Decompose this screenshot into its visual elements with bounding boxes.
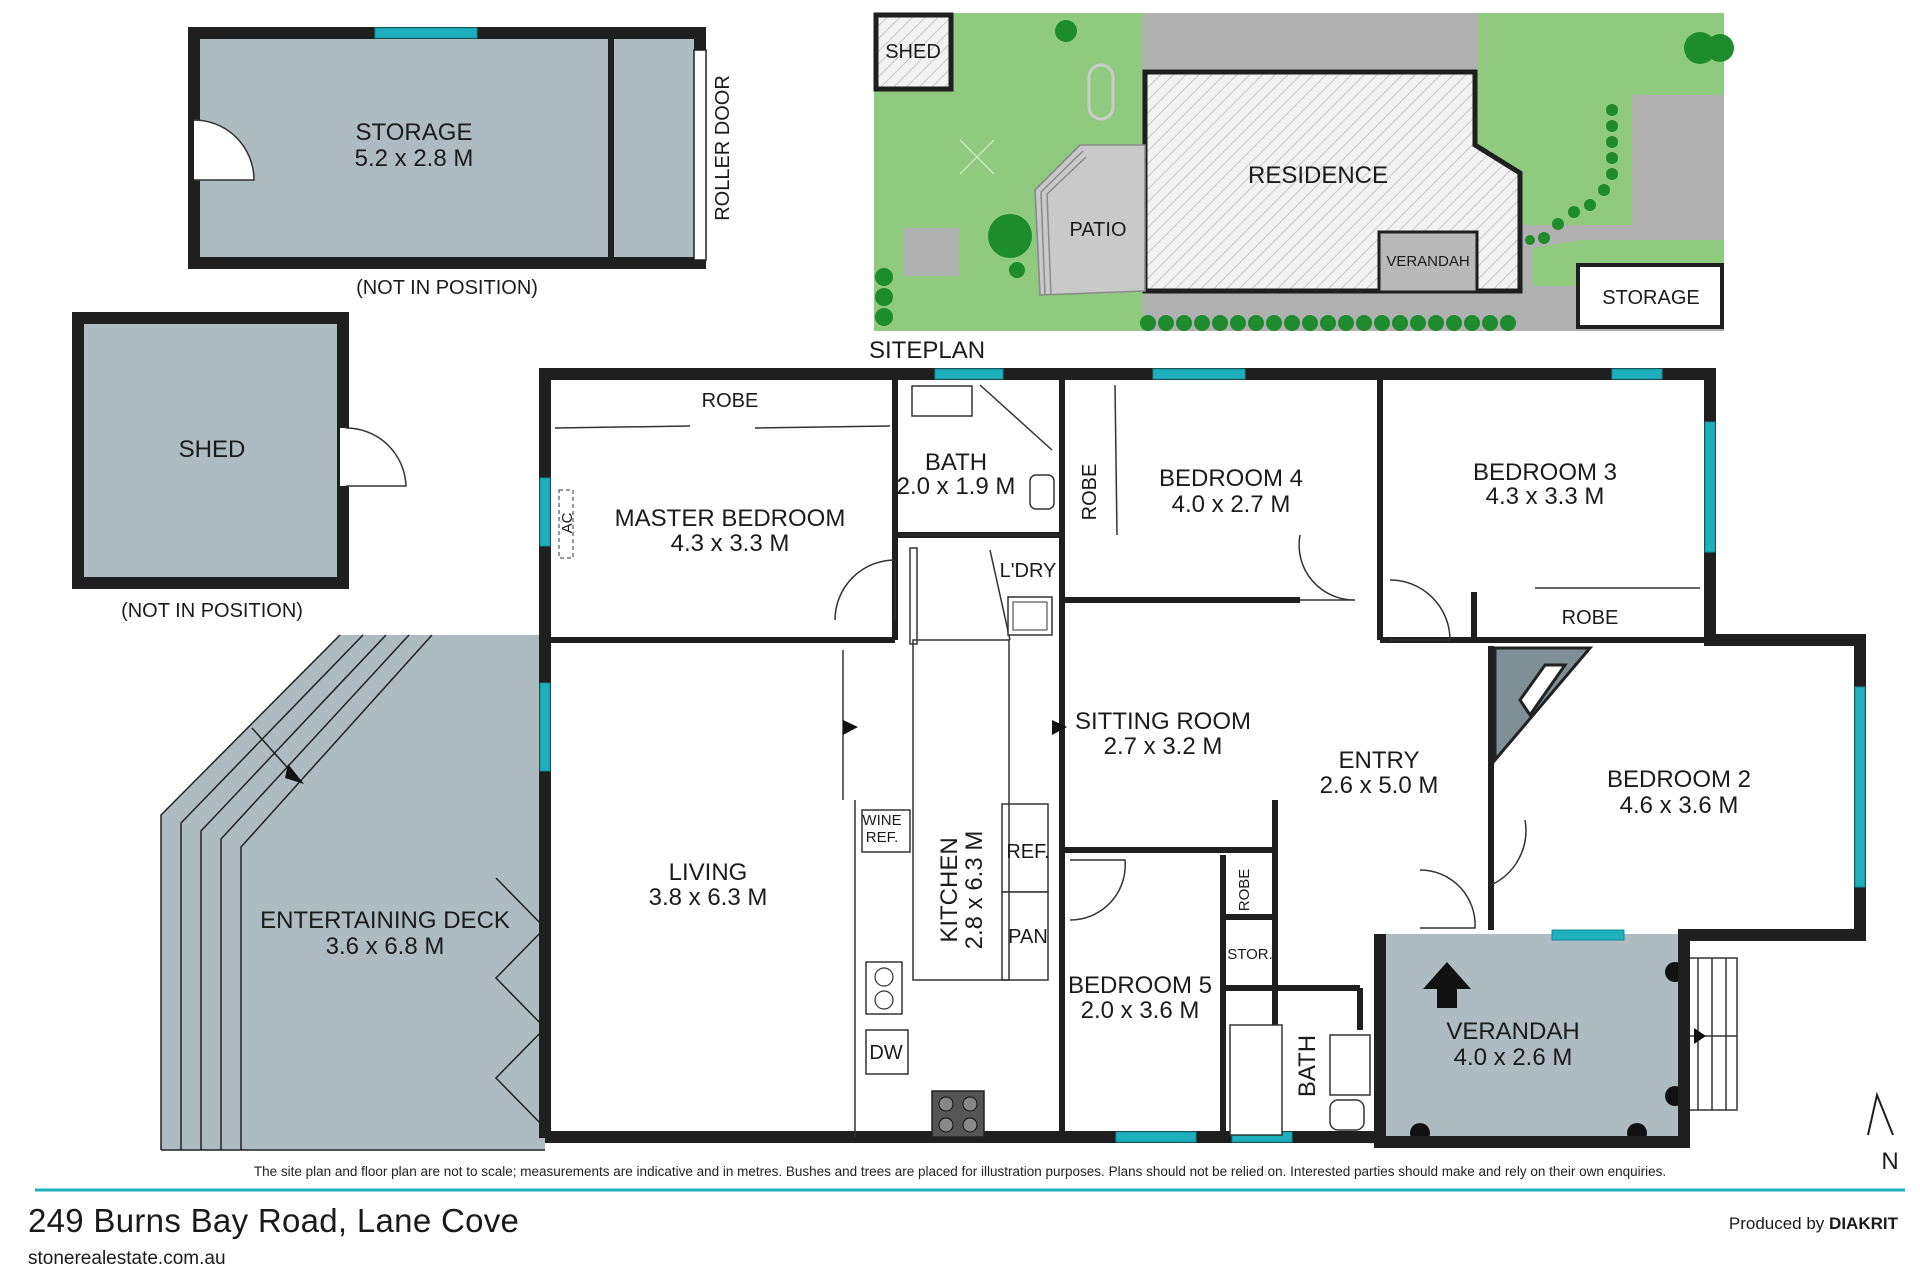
bedroom-5-dims: 2.0 x 3.6 M: [1081, 997, 1200, 1024]
storage-name: STORAGE: [356, 119, 473, 146]
front-verandah: VERANDAH 4.0 x 2.6 M: [1380, 934, 1738, 1146]
entry-name: ENTRY: [1339, 747, 1420, 774]
shed-outbuilding: SHED (NOT IN POSITION): [72, 312, 407, 622]
fixtures: [558, 384, 1594, 1138]
bath-2-name: BATH: [1294, 1035, 1321, 1097]
storage-not-in-position: (NOT IN POSITION): [356, 277, 538, 299]
doors: [554, 384, 1700, 929]
bedroom-3-robe-label: ROBE: [1562, 607, 1619, 629]
north-arrow-icon: N: [1867, 1091, 1899, 1175]
kitchen-name: KITCHEN: [936, 837, 963, 942]
shed-name: SHED: [179, 436, 246, 463]
compass-n-label: N: [1881, 1148, 1898, 1175]
ref-label: REF.: [1006, 841, 1049, 863]
ac-label: AC: [559, 512, 576, 533]
bedroom-3-name: BEDROOM 3: [1473, 459, 1617, 486]
entry-dims: 2.6 x 5.0 M: [1320, 772, 1439, 799]
bath-1-name: BATH: [925, 449, 987, 476]
shed-not-in-position: (NOT IN POSITION): [121, 600, 303, 622]
disclaimer-text: The site plan and floor plan are not to …: [254, 1164, 1666, 1179]
roller-door-label: ROLLER DOOR: [712, 75, 734, 221]
entertaining-deck: ENTERTAINING DECK 3.6 x 6.8 M: [160, 634, 547, 1151]
site-verandah-label: VERANDAH: [1386, 253, 1469, 270]
storage-outbuilding: STORAGE 5.2 x 2.8 M ROLLER DOOR (NOT IN …: [188, 27, 734, 299]
laundry-label: L'DRY: [1000, 560, 1057, 582]
site-shed-label: SHED: [885, 41, 941, 63]
master-bedroom-dims: 4.3 x 3.3 M: [671, 530, 790, 557]
site-storage: [1576, 263, 1724, 329]
living-dims: 3.8 x 6.3 M: [649, 884, 768, 911]
bedroom-5-robe-label: ROBE: [1236, 869, 1253, 912]
producer-brand: DIAKRIT: [1829, 1214, 1898, 1233]
site-shed: [873, 12, 954, 92]
windows: [539, 368, 1866, 1143]
living-name: LIVING: [669, 859, 748, 886]
wine-ref-label-1: WINE: [862, 812, 901, 829]
deck-dims: 3.6 x 6.8 M: [326, 933, 445, 960]
storage-dims: 5.2 x 2.8 M: [355, 145, 474, 172]
kitchen-dims: 2.8 x 6.3 M: [961, 831, 988, 950]
site-residence-label: RESIDENCE: [1248, 162, 1388, 189]
wine-ref-label-2: REF.: [866, 829, 899, 846]
siteplan-title: SITEPLAN: [869, 337, 985, 364]
sitting-room-name: SITTING ROOM: [1075, 708, 1251, 735]
site-patio-label: PATIO: [1069, 219, 1126, 241]
master-bedroom-name: MASTER BEDROOM: [615, 505, 846, 532]
verandah-name: VERANDAH: [1446, 1018, 1579, 1045]
property-address: 249 Burns Bay Road, Lane Cove: [28, 1202, 520, 1239]
site-storage-label: STORAGE: [1602, 287, 1699, 309]
room-labels: ROBE MASTER BEDROOM 4.3 x 3.3 M AC BATH …: [559, 390, 1751, 1097]
site-plan: SHED RESIDENCE VERANDAH PATIO STORAGE: [869, 12, 1734, 364]
deck-name: ENTERTAINING DECK: [260, 907, 510, 934]
bedroom-5-name: BEDROOM 5: [1068, 972, 1212, 999]
master-robe-label: ROBE: [702, 390, 759, 412]
dishwasher-label: DW: [869, 1042, 902, 1064]
bedroom-4-robe-label: ROBE: [1079, 464, 1101, 521]
agency-website: stonerealestate.com.au: [28, 1248, 226, 1269]
bedroom-4-name: BEDROOM 4: [1159, 465, 1303, 492]
bedroom-3-dims: 4.3 x 3.3 M: [1486, 483, 1605, 510]
sitting-room-dims: 2.7 x 3.2 M: [1104, 733, 1223, 760]
bedroom-2-name: BEDROOM 2: [1607, 766, 1751, 793]
produced-by-label: Produced by: [1728, 1214, 1825, 1233]
produced-by: Produced by DIAKRIT: [1729, 1214, 1898, 1234]
bedroom-2-dims: 4.6 x 3.6 M: [1620, 792, 1739, 819]
bedroom-4-dims: 4.0 x 2.7 M: [1172, 491, 1291, 518]
verandah-dims: 4.0 x 2.6 M: [1454, 1044, 1573, 1071]
site-shrubs: [875, 20, 1734, 331]
stor-label: STOR.: [1227, 946, 1273, 963]
pantry-label: PAN: [1008, 926, 1048, 948]
bath-1-dims: 2.0 x 1.9 M: [897, 473, 1016, 500]
